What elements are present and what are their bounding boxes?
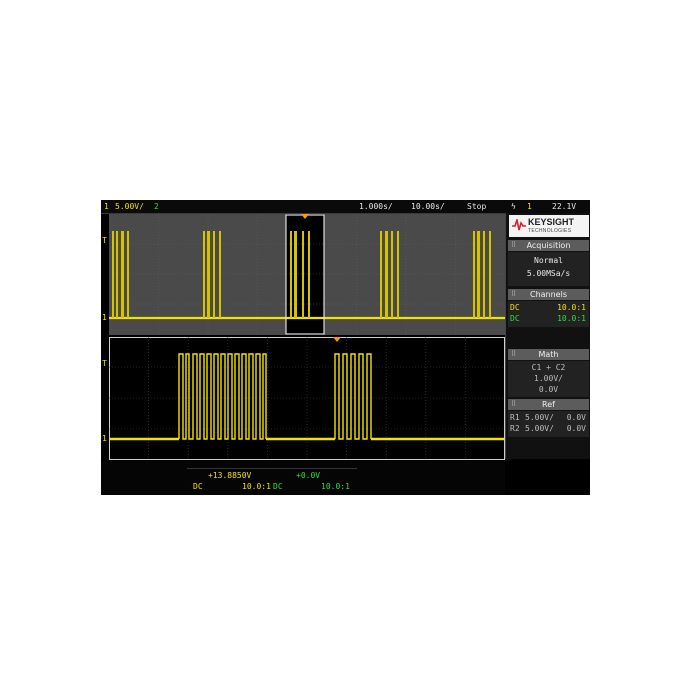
keysight-wave-icon (512, 219, 526, 231)
oscilloscope-screen: 1 5.00V/ 2 1.000s/ 10.00s/ Stop ϟ 1 22.1… (101, 200, 590, 495)
zoom-trigger-level-marker: T (102, 359, 107, 368)
overview-ground-marker: 1 (102, 313, 107, 322)
bottom-status-bar: +13.8850V +0.0V DC 10.0:1 DC 10.0:1 (101, 461, 505, 495)
run-status[interactable]: Stop (467, 202, 487, 211)
overview-bursts (112, 231, 491, 318)
bottom-channel1-probe[interactable]: 10.0:1 (242, 482, 271, 491)
side-panel: KEYSIGHT TECHNOLOGIES ⠿ Acquisition Norm… (505, 213, 590, 459)
menu-dots-icon: ⠿ (511, 290, 517, 298)
channel1-coupling: DC (510, 303, 520, 312)
time-scale[interactable]: 10.00s/ (411, 202, 445, 211)
channel2-probe: 10.0:1 (557, 314, 586, 323)
bottom-channel2-probe[interactable]: 10.0:1 (321, 482, 350, 491)
math-offset: 0.0V (538, 385, 559, 394)
channel1-scale[interactable]: 5.00V/ (115, 202, 144, 211)
channel2-number[interactable]: 2 (154, 202, 159, 211)
zoom-ground-marker: 1 (102, 434, 107, 443)
ref-title: Ref (542, 400, 555, 409)
acquisition-title: Acquisition (526, 241, 571, 250)
channel1-probe: 10.0:1 (557, 303, 586, 312)
acquisition-rate: 5.00MSa/s (526, 269, 571, 278)
ref-header[interactable]: ⠿ Ref (508, 399, 589, 410)
menu-dots-icon: ⠿ (511, 400, 517, 408)
channels-title: Channels (529, 290, 567, 299)
brand-name: KEYSIGHT (528, 217, 575, 227)
menu-dots-icon: ⠿ (511, 241, 517, 249)
zoom-trigger-marker-icon (333, 337, 341, 342)
overview-trigger-marker-icon (301, 214, 309, 219)
math-scale: 1.00V/ (534, 374, 563, 383)
ref1-offset: 0.0V (566, 413, 586, 422)
bottom-channel1-coupling[interactable]: DC (193, 482, 203, 491)
math-body[interactable]: C1 + C2 1.00V/ 0.0V (508, 361, 589, 397)
math-header[interactable]: ⠿ Math (508, 349, 589, 360)
channel2-offset[interactable]: +0.0V (296, 471, 321, 480)
zoom-serial-burst-1 (178, 353, 267, 440)
channel2-coupling: DC (510, 314, 520, 323)
acquisition-mode: Normal (534, 256, 563, 265)
bottom-divider (187, 468, 357, 469)
channel1-number[interactable]: 1 (104, 202, 109, 211)
channels-header[interactable]: ⠿ Channels (508, 289, 589, 300)
status-bar: 1 5.00V/ 2 1.000s/ 10.00s/ Stop ϟ 1 22.1… (101, 200, 590, 214)
channel1-offset[interactable]: +13.8850V (208, 471, 252, 480)
ref-body[interactable]: R1 5.00V/ 0.0V R2 5.00V/ 0.0V (508, 411, 589, 437)
channels-body[interactable]: DC 10.0:1 DC 10.0:1 (508, 301, 589, 327)
overview-trigger-level-marker: T (102, 236, 107, 245)
ref1-label: R1 (510, 413, 520, 422)
math-formula: C1 + C2 (531, 363, 566, 372)
menu-dots-icon: ⠿ (511, 350, 517, 358)
ref2-label: R2 (510, 424, 520, 433)
trigger-level[interactable]: 22.1V (552, 202, 577, 211)
brand-logo: KEYSIGHT TECHNOLOGIES (509, 215, 589, 237)
ref1-scale: 5.00V/ (525, 413, 554, 422)
zoom-window-region (286, 214, 324, 335)
time-position[interactable]: 1.000s/ (359, 202, 393, 211)
bottom-channel2-coupling[interactable]: DC (273, 482, 283, 491)
brand-subname: TECHNOLOGIES (528, 228, 572, 234)
overview-waveform-area[interactable]: T 1 (102, 214, 505, 335)
trigger-channel[interactable]: 1 (527, 202, 532, 211)
ref2-offset: 0.0V (566, 424, 586, 433)
math-title: Math (538, 350, 559, 359)
trigger-edge-icon[interactable]: ϟ (511, 202, 516, 211)
acquisition-body[interactable]: Normal 5.00MSa/s (508, 252, 589, 286)
zoom-serial-burst-2 (334, 353, 372, 440)
zoom-waveform-area[interactable]: T 1 (102, 337, 505, 460)
acquisition-header[interactable]: ⠿ Acquisition (508, 240, 589, 251)
ref2-scale: 5.00V/ (525, 424, 554, 433)
